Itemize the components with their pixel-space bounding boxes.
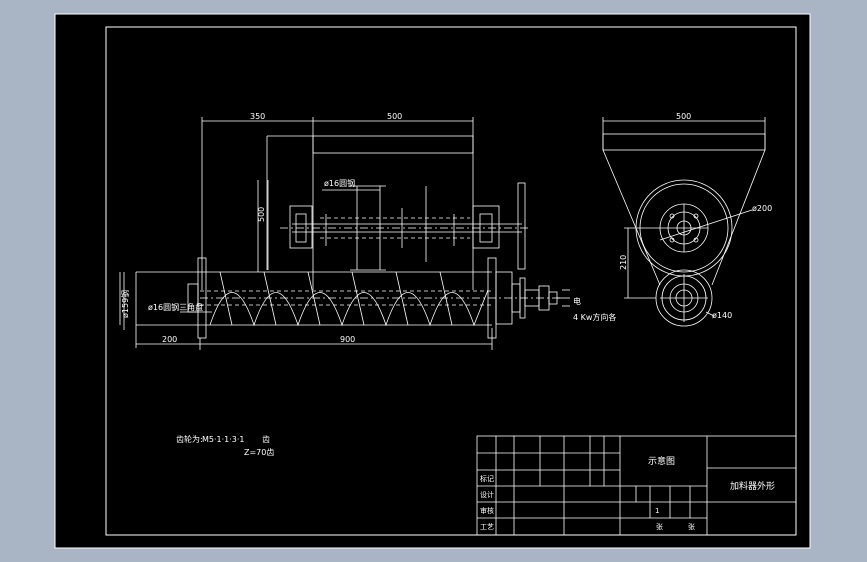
front-shaft-label: ø16圆钢: [324, 178, 355, 188]
front-motor-label-1: 电: [573, 296, 581, 306]
title-row-label-2: 设计: [480, 490, 494, 499]
front-tube-label: ø159钢: [120, 290, 130, 318]
note-gear-suffix: 齿: [262, 435, 270, 444]
note-gear-mid: M5·1·1·3·1: [202, 435, 245, 444]
front-motor-label-2: 4 Kw方向各: [573, 312, 616, 322]
front-flight-label: ø16圆钢三角盘: [148, 302, 203, 312]
side-view: [602, 117, 766, 327]
side-dim-pulley: ø200: [752, 204, 772, 213]
side-dim-top: 500: [676, 112, 691, 121]
note-gear-prefix: 齿轮为:: [176, 434, 203, 444]
title-row-label-1: 标记: [480, 474, 494, 483]
title-block: [476, 435, 797, 536]
side-dim-center: 210: [619, 255, 628, 270]
title-drawing-name: 加料器外形: [730, 480, 775, 492]
drawing-sheet: [54, 13, 811, 549]
title-row-label-4: 工艺: [480, 523, 494, 531]
drawing-border: [105, 26, 797, 536]
title-page-label: 张: [688, 522, 695, 531]
title-quantity: 1: [655, 507, 659, 515]
side-dim-small: ø140: [712, 311, 732, 320]
front-dim-bottom-left: 200: [162, 335, 177, 344]
front-dim-top-right: 500: [387, 112, 402, 121]
front-dim-top-left: 350: [250, 112, 265, 121]
front-dim-height: 500: [257, 207, 266, 222]
note-teeth: Z=70齿: [244, 448, 274, 457]
front-dim-bottom-right: 900: [340, 335, 355, 344]
front-view: [119, 117, 570, 350]
title-row-label-3: 审核: [480, 506, 494, 515]
title-sheet-label: 张: [656, 522, 663, 531]
title-scale-label: 示意图: [648, 455, 675, 467]
